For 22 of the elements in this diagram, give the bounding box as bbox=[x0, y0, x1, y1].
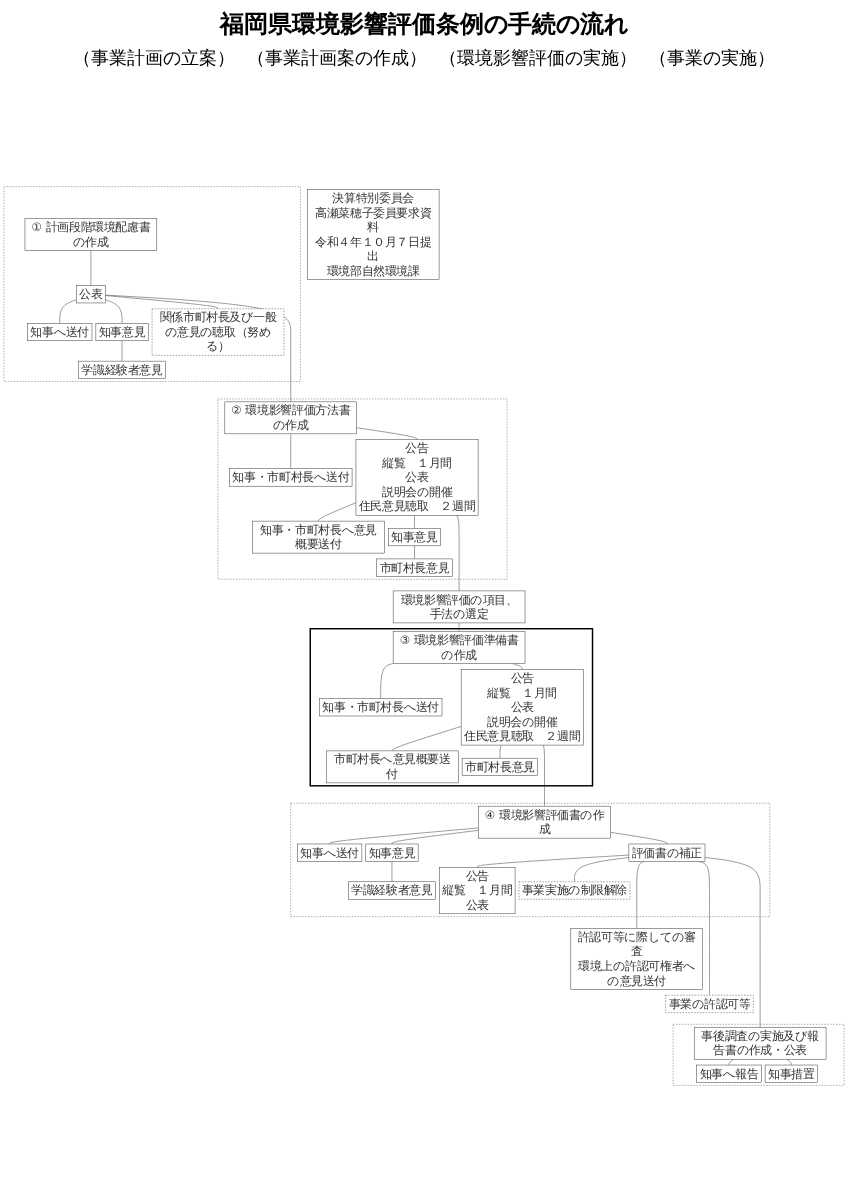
stage-label: （事業計画の立案） bbox=[73, 46, 235, 72]
connector bbox=[574, 857, 630, 882]
stage-label: （環境影響評価の実施） bbox=[439, 47, 637, 72]
connector bbox=[392, 726, 462, 752]
connector bbox=[105, 295, 219, 309]
connector bbox=[477, 854, 630, 868]
stage-label: （事業計画案の作成） bbox=[247, 46, 427, 72]
connector bbox=[414, 515, 415, 529]
stage-label: （事業の実施） bbox=[649, 47, 775, 72]
connector bbox=[59, 299, 77, 324]
connector bbox=[414, 545, 415, 560]
connector bbox=[458, 622, 460, 632]
connector bbox=[290, 433, 291, 469]
connector bbox=[704, 857, 761, 1028]
connector bbox=[391, 830, 479, 845]
connector bbox=[636, 861, 645, 929]
connector bbox=[542, 744, 545, 807]
connector bbox=[105, 294, 291, 403]
diagram-title: 福岡県環境影響評価条例の手続の流れ bbox=[220, 8, 628, 42]
connector bbox=[329, 827, 479, 845]
connector bbox=[698, 861, 710, 996]
connector bbox=[455, 515, 460, 592]
